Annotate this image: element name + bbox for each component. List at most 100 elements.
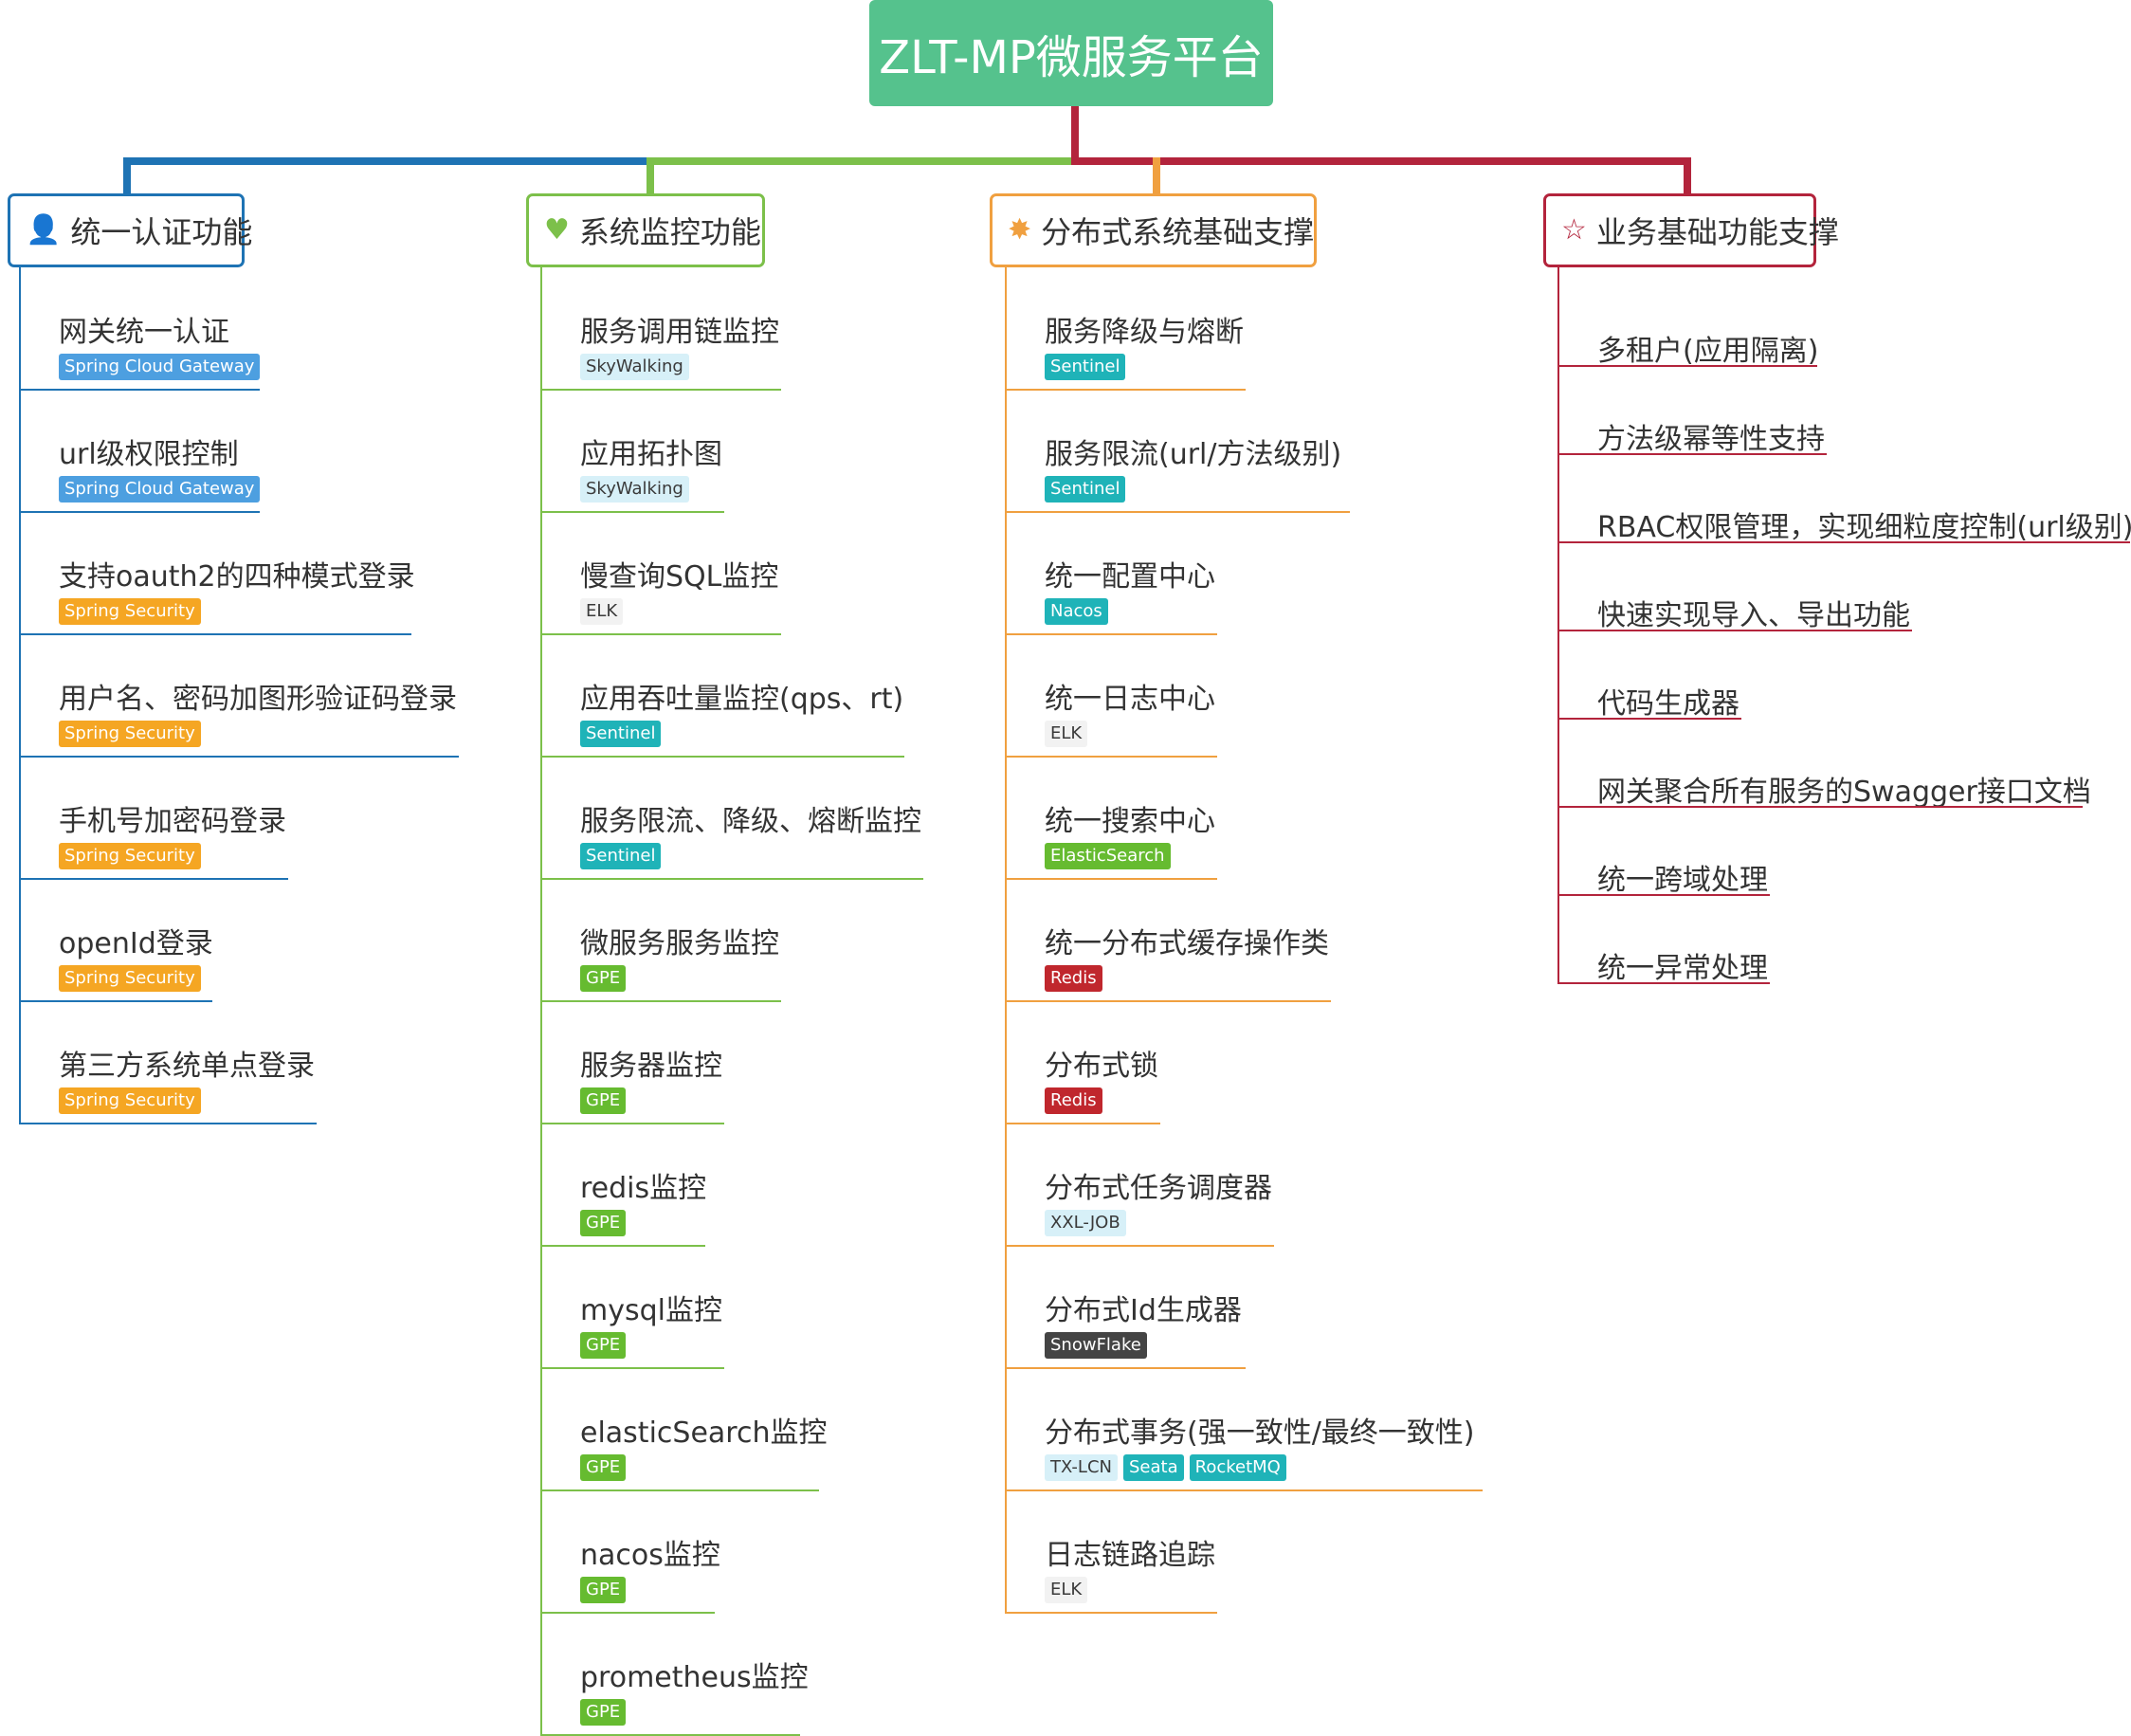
tech-tag: ElasticSearch xyxy=(1045,843,1171,869)
tech-tag: Sentinel xyxy=(580,843,662,869)
item-text: 应用吞吐量监控(qps、rt) xyxy=(580,683,904,716)
tech-tag: GPE xyxy=(580,1454,627,1481)
item-tags: XXL-JOB xyxy=(1045,1210,1126,1236)
item-text: 统一配置中心 xyxy=(1045,560,1215,594)
tech-tag: Spring Security xyxy=(59,965,201,992)
item-underline xyxy=(1559,630,1912,631)
item-text: 网关聚合所有服务的Swagger接口文档 xyxy=(1597,776,2091,809)
connector-drop xyxy=(1153,157,1160,195)
item-underline xyxy=(1559,365,1817,367)
item-text: elasticSearch监控 xyxy=(580,1416,828,1450)
item-text: nacos监控 xyxy=(580,1539,720,1572)
item-underline xyxy=(542,756,904,758)
category-3: ✸分布式系统基础支撑 xyxy=(990,193,1317,267)
tech-tag: GPE xyxy=(580,1087,627,1114)
tech-tag: Redis xyxy=(1045,1087,1102,1114)
item-text: 统一搜索中心 xyxy=(1045,805,1215,838)
item-text: 统一分布式缓存操作类 xyxy=(1045,927,1329,960)
item-tags: ELK xyxy=(580,598,624,625)
item-text: 分布式锁 xyxy=(1045,1050,1158,1083)
item-tags: GPE xyxy=(580,1699,627,1726)
item-tags: Sentinel xyxy=(580,843,662,869)
category-2: ♥系统监控功能 xyxy=(526,193,765,267)
item-underline xyxy=(1559,806,2083,808)
tech-tag: GPE xyxy=(580,1577,627,1603)
item-underline xyxy=(1007,1367,1246,1369)
item-underline xyxy=(1007,389,1246,391)
item-underline xyxy=(542,1245,705,1247)
item-text: mysql监控 xyxy=(580,1294,722,1327)
tech-tag: GPE xyxy=(580,1699,627,1726)
item-text: 网关统一认证 xyxy=(59,316,229,349)
tech-tag: Nacos xyxy=(1045,598,1108,625)
item-tags: GPE xyxy=(580,1454,627,1481)
item-tags: Spring Cloud Gateway xyxy=(59,354,261,380)
item-underline xyxy=(542,633,781,635)
tech-tag: Sentinel xyxy=(1045,354,1126,380)
item-underline xyxy=(542,389,781,391)
connector-segment xyxy=(123,157,647,165)
item-text: RBAC权限管理，实现细粒度控制(url级别) xyxy=(1597,511,2131,544)
tech-tag: Spring Security xyxy=(59,1087,201,1114)
item-underline xyxy=(1007,1123,1160,1124)
connector-segment xyxy=(647,157,1075,165)
root-node: ZLT-MP微服务平台 xyxy=(869,0,1273,106)
item-tags: GPE xyxy=(580,965,627,992)
connector-segment xyxy=(1075,157,1687,165)
item-text: 快速实现导入、导出功能 xyxy=(1597,599,1910,632)
item-tags: Redis xyxy=(1045,1087,1102,1114)
item-underline xyxy=(21,1123,317,1124)
item-tags: SkyWalking xyxy=(580,354,689,380)
item-text: 慢查询SQL监控 xyxy=(580,560,779,594)
tech-tag: ELK xyxy=(1045,721,1088,747)
category-label: 业务基础功能支撑 xyxy=(1595,214,1839,250)
category-spine xyxy=(1557,267,1559,984)
tech-tag: GPE xyxy=(580,1332,627,1359)
category-4: ☆业务基础功能支撑 xyxy=(1543,193,1839,267)
item-underline xyxy=(1007,633,1217,635)
item-tags: Spring Security xyxy=(59,965,201,992)
item-text: 支持oauth2的四种模式登录 xyxy=(59,560,415,594)
item-text: 服务限流(url/方法级别) xyxy=(1045,438,1342,471)
item-text: 方法级幂等性支持 xyxy=(1597,423,1825,456)
item-tags: GPE xyxy=(580,1210,627,1236)
item-text: 分布式Id生成器 xyxy=(1045,1294,1242,1327)
item-underline xyxy=(21,878,288,880)
tech-tag: Sentinel xyxy=(580,721,662,747)
item-underline xyxy=(1007,1000,1331,1002)
item-tags: GPE xyxy=(580,1087,627,1114)
item-underline xyxy=(1007,756,1217,758)
item-underline xyxy=(21,511,260,513)
group-icon: ✸ xyxy=(1008,213,1032,247)
item-text: 应用拓扑图 xyxy=(580,438,722,471)
tech-tag: Seata xyxy=(1123,1454,1184,1481)
item-text: 分布式事务(强一致性/最终一致性) xyxy=(1045,1416,1475,1450)
item-underline xyxy=(21,756,459,758)
item-underline xyxy=(1559,453,1827,455)
item-underline xyxy=(542,1734,800,1736)
item-text: 服务限流、降级、熔断监控 xyxy=(580,805,921,838)
item-tags: Spring Cloud Gateway xyxy=(59,476,261,503)
item-text: 用户名、密码加图形验证码登录 xyxy=(59,683,457,716)
item-underline xyxy=(542,511,724,513)
item-tags: Spring Security xyxy=(59,843,201,869)
item-underline xyxy=(21,389,260,391)
root-title: ZLT-MP微服务平台 xyxy=(879,31,1264,84)
item-text: 代码生成器 xyxy=(1597,687,1739,721)
tech-tag: ELK xyxy=(580,598,624,625)
item-tags: SnowFlake xyxy=(1045,1332,1147,1359)
item-underline xyxy=(542,1367,724,1369)
item-tags: ELK xyxy=(1045,721,1088,747)
item-underline xyxy=(1007,1489,1483,1491)
item-tags: GPE xyxy=(580,1332,627,1359)
tech-tag: Spring Cloud Gateway xyxy=(59,476,261,503)
item-tags: Nacos xyxy=(1045,598,1108,625)
item-tags: ElasticSearch xyxy=(1045,843,1171,869)
category-spine xyxy=(1005,267,1007,1614)
category-label: 统一认证功能 xyxy=(70,214,253,250)
item-underline xyxy=(542,1489,819,1491)
item-text: redis监控 xyxy=(580,1172,707,1205)
item-underline xyxy=(1559,541,2130,543)
item-underline xyxy=(21,1000,212,1002)
tech-tag: Spring Cloud Gateway xyxy=(59,354,261,380)
